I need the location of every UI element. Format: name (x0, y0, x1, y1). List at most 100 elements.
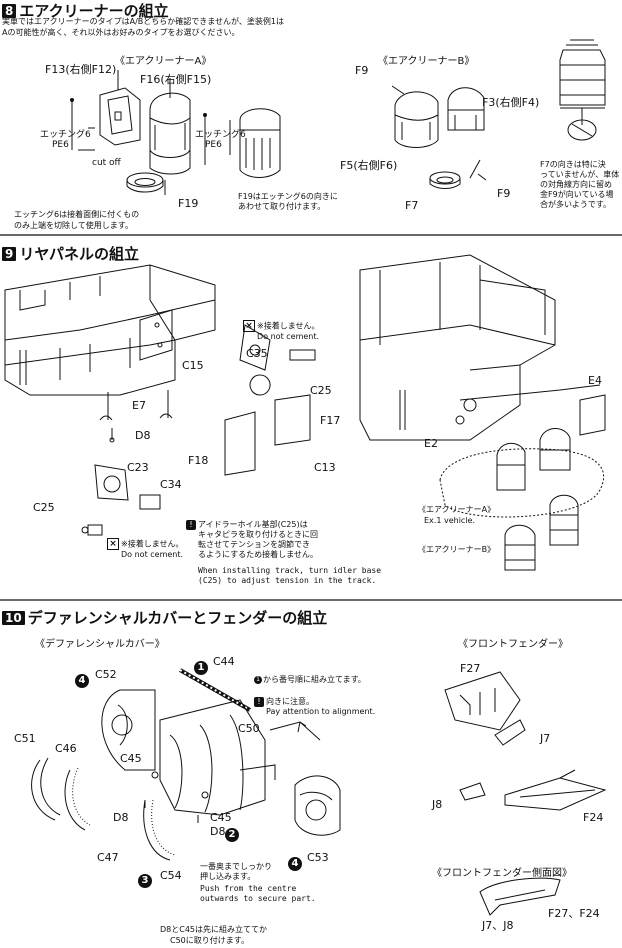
label-c45-upper: C45 (120, 752, 142, 765)
push-note-en-line2: outwards to secure part. (200, 894, 316, 903)
section-10-header: 10 デファレンシャルカバーとフェンダーの組立 (2, 607, 327, 628)
note-etching-line1: エッチング6は接着面側に付くもの (14, 210, 140, 219)
push-note-jp-line1: 一番奥までしっかり (200, 862, 272, 871)
label-f13: F13(右側F12) (45, 63, 117, 76)
section-8-number: 8 (2, 3, 17, 18)
label-d8-right: D8 (210, 825, 226, 838)
subhead-air-cleaner-a: 《エアクリーナーA》 (115, 56, 212, 67)
label-f9-top: F9 (355, 64, 369, 77)
step-2-marker: 2 (225, 822, 239, 842)
differential-cover-parts (31, 668, 341, 861)
no-cement-1-jp: ※接着しません。 (257, 321, 320, 331)
label-e4: E4 (588, 374, 602, 387)
idler-note-line4: るようにするため接着しません。 (198, 550, 318, 559)
note-etching-line2: のみ上端を切除して使用します。 (14, 221, 133, 230)
label-d8: D8 (135, 429, 151, 442)
alignment-note-en: Pay attention to alignment. (266, 707, 376, 716)
rear-hull-right (359, 254, 606, 571)
label-f5: F5(右側F6) (340, 159, 398, 172)
label-f18: F18 (188, 454, 209, 467)
section-9-header: 9 リヤパネルの組立 (2, 243, 139, 264)
label-c45-lower: C45 (210, 811, 232, 824)
step-4b-marker: 4 (288, 851, 302, 871)
label-ex1-vehicle: Ex.1 vehicle. (424, 516, 475, 525)
label-f19: F19 (178, 197, 199, 210)
label-c46: C46 (55, 742, 77, 755)
no-cement-note-2: ×※接着しません。 Do not cement. (107, 538, 183, 560)
note-f7-line2: っていませんが、車体 (540, 170, 620, 179)
step-1-marker: 1 (194, 655, 208, 675)
bottom-note-line2: C50に取り付けます。 (170, 936, 249, 945)
label-c53: C53 (307, 851, 329, 864)
label-c25-bottom: C25 (33, 501, 55, 514)
label-etching6-left: エッチング6 (40, 130, 91, 140)
caution-icon: ! (186, 520, 196, 530)
idler-note-line2: キャタピラを取り付けるときに回 (198, 530, 318, 539)
no-cement-2-en: Do not cement. (121, 550, 184, 559)
label-c13: C13 (314, 461, 336, 474)
idler-note-line1: アイドラーホイル基部(C25)は (198, 520, 308, 529)
step-1-circle: 1 (194, 661, 208, 675)
step-4a-circle: 4 (75, 674, 89, 688)
note-f7-line5: 合が多いようです。 (540, 200, 612, 209)
label-air-cleaner-b-mounted: 《エアクリーナーB》 (418, 545, 496, 554)
section-8-title: エアクリーナーの組立 (19, 2, 169, 20)
section-9-title: リヤパネルの組立 (19, 245, 140, 263)
label-f24: F24 (583, 811, 604, 824)
front-fender-parts (444, 671, 607, 916)
label-c51: C51 (14, 732, 36, 745)
x-box-icon: × (107, 538, 119, 550)
label-c23: C23 (127, 461, 149, 474)
no-cement-note-1: ×※接着しません。 Do not cement. (243, 320, 319, 342)
order-note-text: から番号順に組み立てます。 (263, 675, 366, 684)
step-4b-circle: 4 (288, 857, 302, 871)
idler-note-line3: 転させてテンションを調節でき (198, 540, 310, 549)
label-f27-f24: F27、F24 (548, 907, 600, 920)
step-3-circle: 3 (138, 874, 152, 888)
label-c44: C44 (213, 655, 235, 668)
label-c34: C34 (160, 478, 182, 491)
note-f7-line1: F7の向きは特に決 (540, 160, 606, 169)
note-f19-line2: あわせて取り付けます。 (238, 202, 326, 211)
note-f7-line3: の対角線方向に留め (540, 180, 612, 189)
push-note-jp-line2: 押し込みます。 (200, 872, 256, 881)
push-note-en-line1: Push from the centre (200, 884, 297, 893)
label-j8: J8 (432, 798, 443, 811)
subhead-differential-cover: 《デファレンシャルカバー》 (35, 639, 165, 650)
x-box-icon: × (243, 320, 255, 332)
subhead-front-fender: 《フロントフェンダー》 (458, 639, 568, 650)
no-cement-2-jp: ※接着しません。 (121, 539, 184, 549)
rear-hull-left (4, 264, 316, 536)
label-c35: C35 (246, 347, 268, 360)
label-c47: C47 (97, 851, 119, 864)
label-c50: C50 (238, 722, 260, 735)
section-8-header: 8 エアクリーナーの組立 (2, 0, 169, 21)
label-f9-bottom: F9 (497, 187, 511, 200)
caution-icon: ! (254, 697, 264, 707)
step-2-circle: 2 (225, 828, 239, 842)
section-8-intro-line2: Aの可能性が高く、それ以外はお好みのタイプをお選びください。 (2, 28, 240, 37)
label-pe6-left: PE6 (52, 140, 69, 150)
air-cleaner-a-parts (70, 70, 281, 195)
alignment-note: !向きに注意。 Pay attention to alignment. (254, 697, 375, 717)
label-f7: F7 (405, 199, 419, 212)
label-f16: F16(右側F15) (140, 73, 212, 86)
idler-note-en-line2: (C25) to adjust tension in the track. (198, 576, 377, 585)
label-e2: E2 (424, 437, 438, 450)
section-9-number: 9 (2, 246, 17, 261)
section-8-intro-line1: 実車ではエアクリーナーのタイプはA/Bどちらか確認できませんが、塗装例1は (2, 17, 284, 26)
label-etching6-right: エッチング6 (195, 130, 246, 140)
label-air-cleaner-a-mounted: 《エアクリーナーA》 (418, 505, 496, 514)
label-f3: F3(右側F4) (482, 96, 540, 109)
label-j7-j8: J7、J8 (482, 919, 514, 932)
label-f27: F27 (460, 662, 481, 675)
label-j7: J7 (540, 732, 551, 745)
label-e7: E7 (132, 399, 146, 412)
step-3-marker: 3 (138, 868, 152, 888)
order-note-circle-icon: 1 (254, 675, 262, 684)
label-f17: F17 (320, 414, 341, 427)
subhead-front-fender-side: 《フロントフェンダー側面図》 (432, 868, 572, 879)
label-cut-off: cut off (92, 158, 121, 168)
